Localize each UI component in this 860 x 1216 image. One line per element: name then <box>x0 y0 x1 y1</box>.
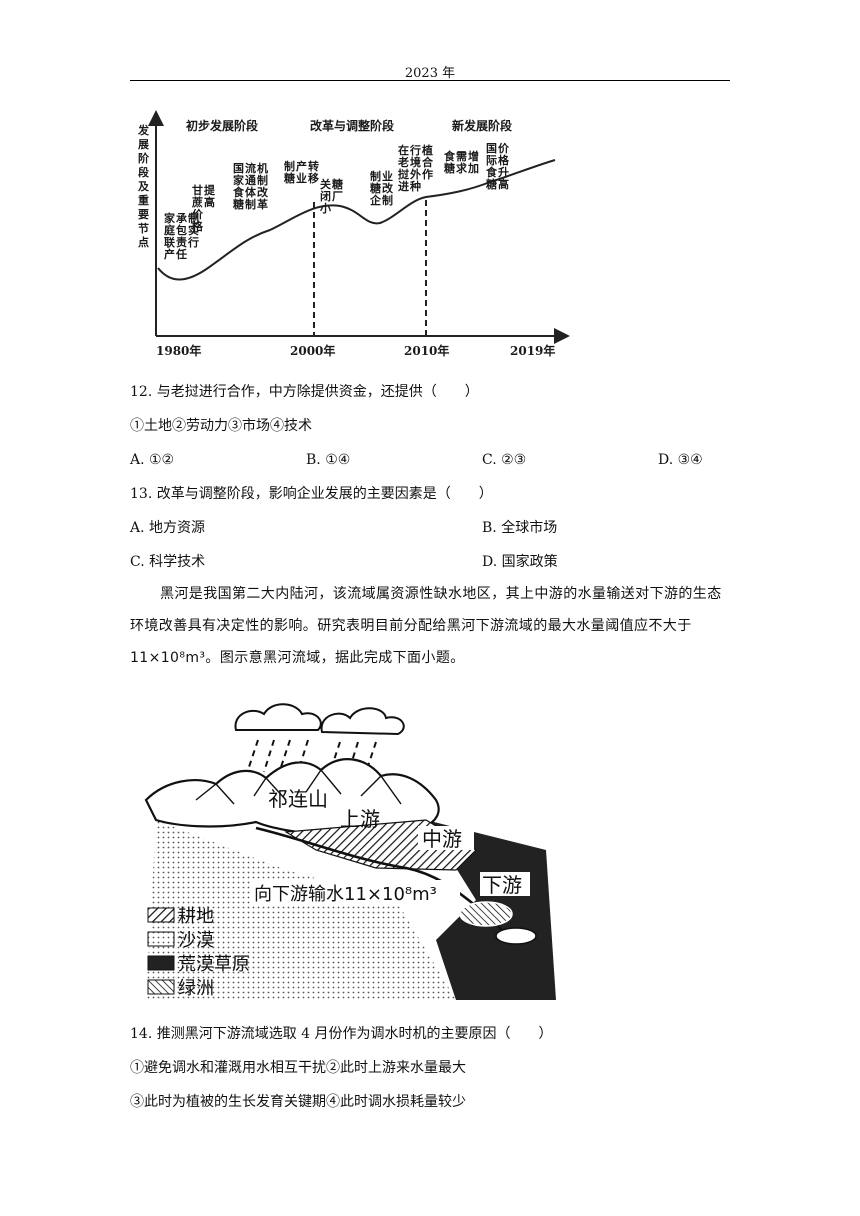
q13-stem: 13. 改革与调整阶段，影响企业发展的主要因素是（ ） <box>130 486 493 502</box>
x-tick-2010: 2010年 <box>404 343 449 358</box>
legend-label-oasis: 绿洲 <box>178 978 214 999</box>
map-legend: 耕地 沙漠 荒漠草原 绿洲 <box>147 906 250 999</box>
q12-option-c[interactable]: C. ②③ <box>482 452 527 468</box>
x-tick-1980: 1980年 <box>156 343 201 358</box>
x-tick-2000: 2000年 <box>290 343 335 358</box>
q13-option-d[interactable]: D. 国家政策 <box>482 554 558 570</box>
header-rule <box>130 80 730 81</box>
q14-line1: ①避免调水和灌溉用水相互干扰②此时上游来水量最大 <box>130 1060 466 1076</box>
chart-annotation-1: 家庭联产承包责任制实行 <box>164 211 199 261</box>
page-header-year: 2023 年 <box>404 66 456 81</box>
heihe-basin-map: 祁连山 上游 中游 下游 向下游输水11×10⁸m³ 耕地 沙漠 荒漠草原 绿洲 <box>136 700 556 1000</box>
q12-option-d[interactable]: D. ③④ <box>658 452 703 468</box>
y-axis-label-text: 发展阶段及重要节点 <box>137 123 150 249</box>
legend-label-desert-steppe: 荒漠草原 <box>178 954 250 975</box>
chart-annotation-7: 在老挝进行境外种植合作 <box>397 143 434 193</box>
chart-annotation-5: 关闭小糖厂 <box>319 177 343 215</box>
label-lower-reach: 下游 <box>482 873 522 897</box>
desert-area <box>146 820 456 1000</box>
label-transfer-bg <box>252 880 460 906</box>
q13-option-a[interactable]: A. 地方资源 <box>130 520 206 536</box>
label-water-transfer: 向下游输水11×10⁸m³ <box>254 884 437 905</box>
q13-option-c[interactable]: C. 科学技术 <box>130 554 206 570</box>
oasis-lower-2 <box>495 927 537 945</box>
chart-annotation-9: 国际食糖价格升高 <box>486 142 510 191</box>
stage-label-1: 初步发展阶段 <box>186 118 259 133</box>
q14-stem: 14. 推测黑河下游流域选取 4 月份作为调水时机的主要原因（ ） <box>130 1026 553 1042</box>
chart-svg: 发展阶段及重要节点 初步发展阶段 改革与调整阶段 新发展阶段 家庭联产承包责任制… <box>137 110 570 358</box>
oasis-lower-1 <box>459 901 513 927</box>
legend-swatch-oasis <box>147 979 175 995</box>
y-axis-label: 发展阶段及重要节点 <box>137 123 150 249</box>
chart-annotation-6: 制糖企业改制 <box>369 169 394 207</box>
label-upper-reach: 上游 <box>340 807 380 831</box>
chart-annotation-8: 食糖需求增加 <box>444 149 479 175</box>
legend-swatch-desert <box>147 931 175 947</box>
q12-items: ①土地②劳动力③市场④技术 <box>130 418 312 434</box>
q12-stem: 12. 与老挝进行合作，中方除提供资金，还提供（ ） <box>130 384 479 400</box>
q14-line2: ③此时为植被的生长发育关键期④此时调水损耗量较少 <box>130 1094 466 1110</box>
chart-annotation-4: 制糖产业转移 <box>284 159 319 185</box>
label-middle-bg <box>418 826 474 850</box>
q12-option-a[interactable]: A. ①② <box>130 452 175 468</box>
sugar-development-chart: 发展阶段及重要节点 初步发展阶段 改革与调整阶段 新发展阶段 家庭联产承包责任制… <box>130 108 570 370</box>
annotation-group: 家庭联产承包责任制实行甘蔗价格提高国家食糖流通体制机制改革制糖产业转移关闭小糖厂… <box>164 142 510 261</box>
label-lower-bg <box>480 872 530 896</box>
map-svg: 祁连山 上游 中游 下游 向下游输水11×10⁸m³ 耕地 沙漠 荒漠草原 绿洲 <box>144 703 556 1000</box>
legend-swatch-farmland <box>147 907 175 923</box>
development-curve <box>157 159 556 281</box>
q13-option-b[interactable]: B. 全球市场 <box>482 520 558 536</box>
cloud-right <box>320 707 405 736</box>
cloud-left <box>234 703 322 731</box>
stage-label-2: 改革与调整阶段 <box>310 118 395 133</box>
legend-label-farmland: 耕地 <box>178 906 214 927</box>
x-tick-2019: 2019年 <box>510 343 555 358</box>
label-middle-reach: 中游 <box>422 827 462 851</box>
legend-swatch-desert-steppe <box>147 955 175 971</box>
heihe-passage: 黑河是我国第二大内陆河，该流域属资源性缺水地区，其上中游的水量输送对下游的生态环… <box>130 586 722 666</box>
chart-annotation-3: 国家食糖流通体制机制改革 <box>233 161 269 211</box>
label-qilian-mountain: 祁连山 <box>268 787 328 811</box>
chart-annotation-2: 甘蔗价格提高 <box>191 183 216 233</box>
qilian-mountains <box>144 758 440 837</box>
q12-option-b[interactable]: B. ①④ <box>306 452 351 468</box>
mountain-ridges <box>195 768 402 805</box>
stage-label-3: 新发展阶段 <box>452 118 513 133</box>
legend-label-desert: 沙漠 <box>178 930 214 951</box>
